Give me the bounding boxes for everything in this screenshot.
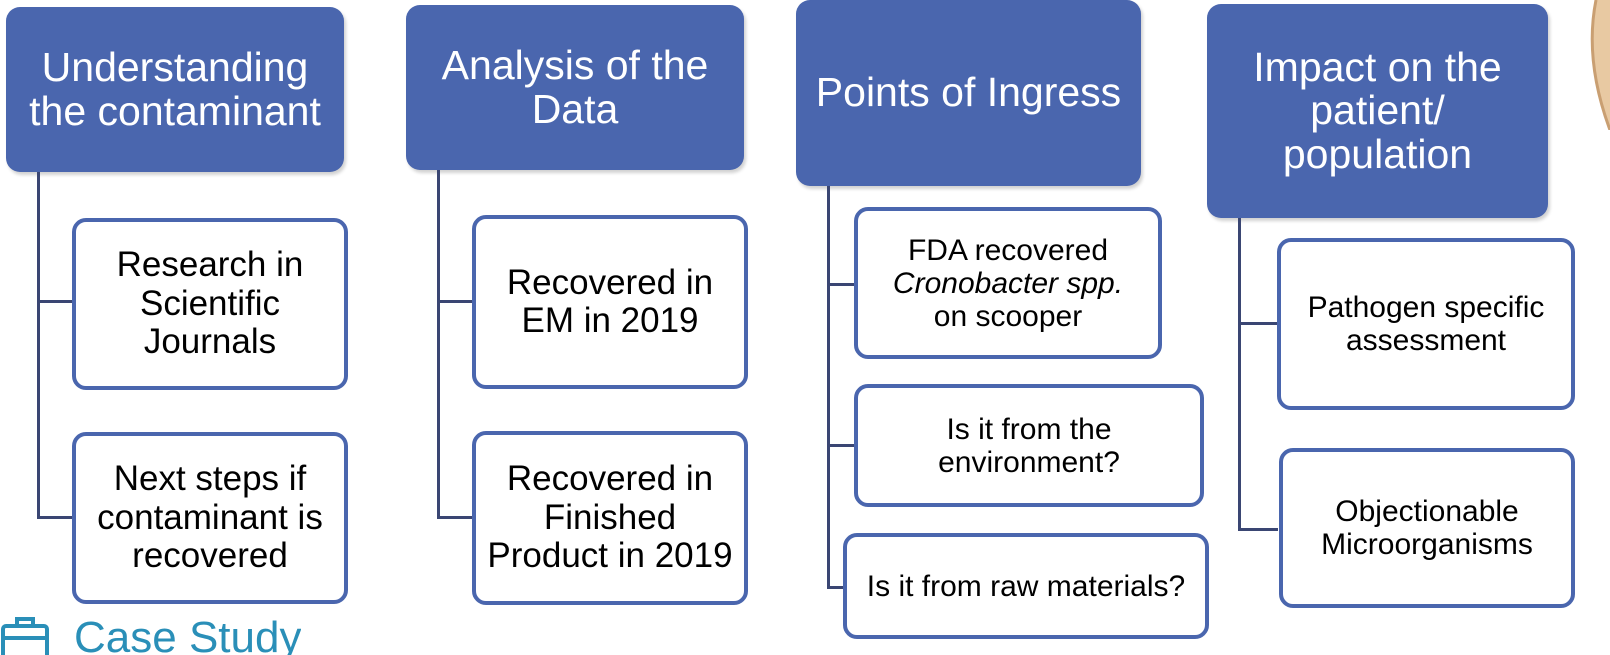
case-study-label: Case Study bbox=[74, 614, 302, 655]
item-research-scientific-journals: Research in Scientific Journals bbox=[72, 218, 348, 390]
item-fda-recovered-cronobacter: FDA recovered Cronobacter spp. on scoope… bbox=[854, 207, 1162, 359]
item-next-steps-contaminant: Next steps if contaminant is recovered bbox=[72, 432, 348, 604]
item-recovered-em-2019: Recovered in EM in 2019 bbox=[472, 215, 748, 389]
connector-col4-item1 bbox=[1238, 322, 1278, 325]
case-study-footer: Case Study bbox=[0, 614, 301, 655]
connector-col4-item2 bbox=[1238, 528, 1278, 531]
heading-impact-patient-population: Impact on the patient/ population bbox=[1207, 4, 1548, 218]
briefcase-icon bbox=[1, 617, 49, 655]
connector-col1-vertical bbox=[37, 172, 40, 518]
fda-organism-name: Cronobacter spp. bbox=[892, 266, 1124, 300]
connector-col3-item2 bbox=[827, 444, 855, 447]
connector-col4-vertical bbox=[1238, 218, 1241, 530]
connector-col3-item1 bbox=[827, 283, 855, 286]
connector-col2-item1 bbox=[437, 300, 473, 303]
heading-understanding-contaminant: Understanding the contaminant bbox=[6, 7, 344, 172]
connector-col2-item2 bbox=[437, 516, 473, 519]
heading-points-of-ingress: Points of Ingress bbox=[796, 0, 1141, 186]
connector-col1-item1 bbox=[37, 300, 73, 303]
corner-decoration bbox=[1590, 0, 1610, 130]
connector-col2-vertical bbox=[437, 170, 440, 518]
fda-line1: FDA recovered bbox=[907, 233, 1109, 267]
connector-col3-item3 bbox=[827, 586, 855, 589]
item-objectionable-microorganisms: Objectionable Microorganisms bbox=[1279, 448, 1575, 608]
heading-analysis-of-data: Analysis of the Data bbox=[406, 5, 744, 170]
item-from-raw-materials: Is it from raw materials? bbox=[843, 533, 1209, 639]
fda-line3: on scooper bbox=[933, 299, 1083, 333]
item-pathogen-specific-assessment: Pathogen specific assessment bbox=[1277, 238, 1575, 410]
item-from-environment: Is it from the environment? bbox=[854, 384, 1204, 507]
connector-col3-vertical bbox=[827, 186, 830, 588]
item-recovered-finished-product-2019: Recovered in Finished Product in 2019 bbox=[472, 431, 748, 605]
connector-col1-item2 bbox=[37, 516, 73, 519]
